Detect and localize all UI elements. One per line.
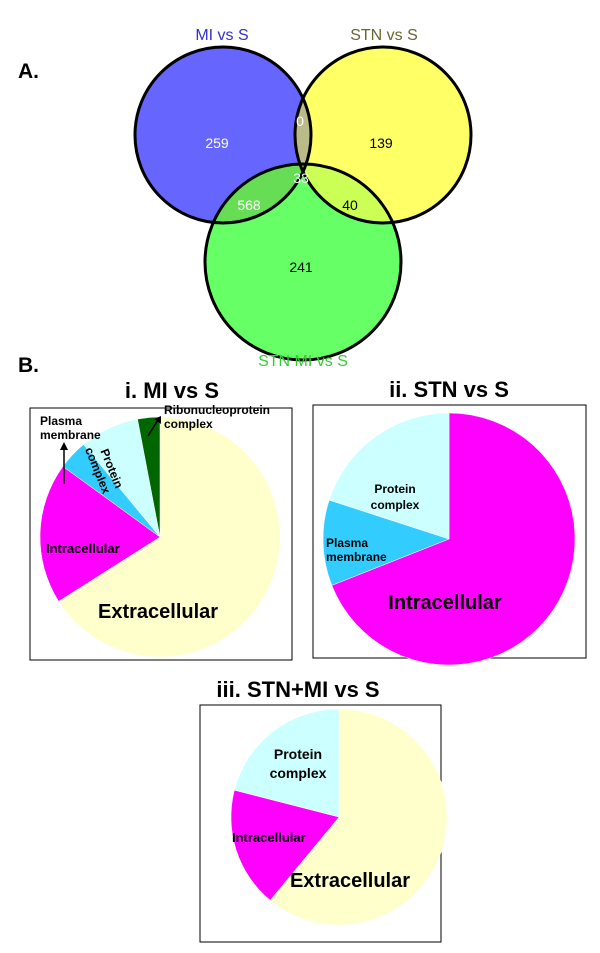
- pie2-slice-plasma-membrane: [322, 499, 450, 586]
- pie-3-label-protein-1: Protein: [274, 746, 322, 762]
- venn-count-mi-stnmi: 568: [237, 197, 261, 213]
- pie-1-label-intracellular: Intracellular: [46, 541, 120, 556]
- venn-count-only-stn: 139: [369, 135, 393, 151]
- venn-count-all: 33: [293, 170, 309, 186]
- pie2-slice-protein-complex: [328, 412, 450, 540]
- pie-3-title: iii. STN+MI vs S: [216, 677, 379, 702]
- venn-overlap-mi-stnmi: [205, 164, 311, 223]
- pie-1: [39, 416, 281, 658]
- pie-3-label-protein-2: complex: [270, 765, 327, 781]
- pie-1-arrowhead-ribo: [154, 416, 161, 424]
- pie-1-label-plasma-2: membrane: [40, 428, 101, 442]
- venn-label-stn-mi: STN MI vs S: [258, 353, 348, 370]
- pie-2-label-protein-2: complex: [371, 498, 420, 512]
- pie-2-title: ii. STN vs S: [389, 377, 509, 402]
- venn-overlap-stn-stnmi: [295, 164, 401, 223]
- pie-1-label-plasma-1: Plasma: [40, 414, 82, 428]
- pie-2-label-intracellular: Intracellular: [388, 592, 502, 614]
- panel-b-letter: B.: [18, 354, 39, 377]
- venn-diagram: MI vs S STN vs S STN MI vs S 259 0 139 3…: [133, 27, 473, 370]
- pie-2: [322, 412, 576, 666]
- pie-3: [230, 708, 448, 926]
- pie-2-label-plasma-1: Plasma: [326, 536, 368, 550]
- venn-label-mi: MI vs S: [195, 27, 248, 44]
- panel-a-letter: A.: [18, 60, 39, 83]
- pie-1-label-ribo-1: Ribonucleoprotein: [164, 403, 270, 417]
- venn-count-only-stnmi: 241: [289, 259, 313, 275]
- pie-1-arrowhead-plasma: [60, 442, 68, 450]
- pie-1-arrow-ribo: [147, 419, 159, 437]
- venn-count-only-mi: 259: [205, 135, 229, 151]
- pie-1-frame: [29, 407, 293, 661]
- pie-1-title: i. MI vs S: [125, 378, 219, 403]
- pie-3-label-extracellular: Extracellular: [290, 870, 410, 892]
- venn-count-stn-stnmi: 40: [342, 197, 358, 213]
- pie3-slice-extracellular: [269, 708, 448, 926]
- pie3-slice-protein-complex: [234, 708, 340, 818]
- pie-2-label-protein-1: Protein: [374, 482, 415, 496]
- pie-1-label-extracellular: Extracellular: [98, 601, 218, 623]
- pie3-slice-intracellular: [230, 789, 340, 901]
- pie-3-label-intracellular: Intracellular: [232, 830, 306, 845]
- pie1-slice-extracellular: [58, 416, 281, 658]
- pie2-slice-intracellular: [331, 412, 576, 666]
- venn-count-mi-stn: 0: [296, 113, 304, 129]
- pie1-slice-intracellular: [39, 466, 161, 602]
- pie-1-label-ribo-2: complex: [164, 417, 213, 431]
- venn-label-stn: STN vs S: [350, 27, 418, 44]
- pie-2-label-plasma-2: membrane: [326, 550, 387, 564]
